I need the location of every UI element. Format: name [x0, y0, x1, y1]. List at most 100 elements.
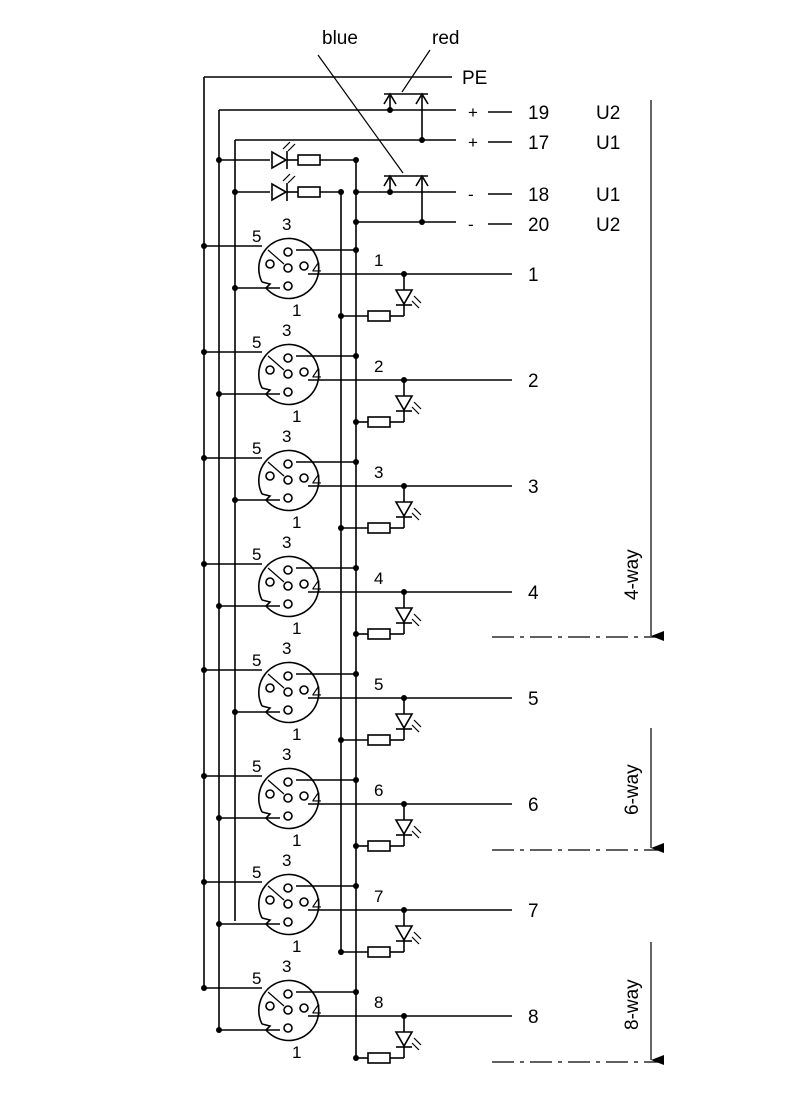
connector-body [257, 555, 320, 618]
signal-number-small: 2 [374, 357, 383, 376]
junction-dot [353, 459, 359, 465]
connector-pin [299, 579, 309, 589]
led-ray [411, 406, 420, 415]
connector-pin [283, 793, 293, 803]
connector-body [257, 979, 320, 1042]
connector-pin-label: 5 [252, 439, 261, 458]
connector-pin [283, 777, 293, 787]
connector-pin [265, 683, 275, 693]
connector-pin-label: 1 [292, 937, 301, 956]
variant-8-way: 8-way [492, 942, 664, 1065]
svg-text:20: 20 [528, 215, 549, 236]
junction-dot [353, 883, 359, 889]
junction-dot [201, 561, 207, 567]
connector-pin [283, 989, 293, 999]
junction-dot [201, 455, 207, 461]
connector-pin [283, 263, 293, 273]
red-leader-line [401, 49, 431, 93]
pin5-link [267, 249, 285, 265]
pin5-link [267, 991, 285, 1007]
connector-pin-label: 4 [312, 683, 321, 702]
connector-pin-label: 3 [282, 427, 291, 446]
connector-pin [283, 369, 293, 379]
junction-dot [338, 737, 344, 743]
svg-text:17: 17 [528, 133, 549, 154]
supply-led-u1 [271, 173, 321, 202]
signal-number-small: 5 [374, 675, 383, 694]
led-ray [413, 295, 422, 304]
junction-dot [201, 667, 207, 673]
channel-terminal-label: 1 [528, 265, 539, 286]
connector-pin-label: 3 [282, 533, 291, 552]
junction-dot [216, 1027, 222, 1033]
junction-dot [201, 773, 207, 779]
connector-body [257, 767, 320, 830]
connector-pin [299, 897, 309, 907]
svg-text:-: - [468, 215, 474, 234]
connector-pin-label: 3 [282, 957, 291, 976]
pin5-link [267, 355, 285, 371]
junction-dot [232, 709, 238, 715]
connector-body [257, 661, 320, 724]
connector-pin-label: 1 [292, 513, 301, 532]
status-led [394, 1031, 414, 1048]
svg-text:18: 18 [528, 185, 549, 206]
supply-terminal-18: - 18 U1 [468, 185, 620, 206]
junction-dot [216, 391, 222, 397]
connector-pin [283, 475, 293, 485]
connector-pin [283, 687, 293, 697]
channel-terminal-label: 3 [528, 477, 539, 498]
junction-dot [353, 777, 359, 783]
led-resistor [367, 734, 391, 746]
connector-pin [299, 1003, 309, 1013]
status-led [394, 289, 414, 306]
connector-body [257, 237, 320, 300]
connector-pin-label: 4 [312, 259, 321, 278]
signal-number-small: 3 [374, 463, 383, 482]
led-resistor [367, 522, 391, 534]
connector-pin [265, 577, 275, 587]
variant-label-4-way: 4-way [622, 549, 643, 600]
led-resistor [367, 416, 391, 428]
connector-pin [283, 1023, 293, 1033]
status-led [394, 925, 414, 942]
connector-pin-label: 5 [252, 863, 261, 882]
svg-text:-: - [468, 185, 474, 204]
variant-label-8-way: 8-way [622, 979, 643, 1030]
status-led [394, 501, 414, 518]
connector-pin-label: 1 [292, 407, 301, 426]
pin5-link [267, 885, 285, 901]
junction-dot [353, 1055, 359, 1061]
junction-dot [201, 985, 207, 991]
connector-pin [283, 1005, 293, 1015]
led-ray [411, 300, 420, 309]
connector-pin-label: 3 [282, 215, 291, 234]
supply-terminal-20: - 20 U2 [468, 215, 620, 236]
connector-pin [299, 791, 309, 801]
led-ray [413, 719, 422, 728]
led-resistor [367, 628, 391, 640]
junction-dot [353, 843, 359, 849]
channel-terminal-label: 5 [528, 689, 539, 710]
connector-pin-label: 4 [312, 471, 321, 490]
supply-led-u2 [271, 141, 321, 170]
junction-dot [216, 603, 222, 609]
led-ray [411, 618, 420, 627]
led-ray [413, 401, 422, 410]
junction-dot [201, 243, 207, 249]
connector-pin [283, 247, 293, 257]
signal-number-small: 6 [374, 781, 383, 800]
channel-terminal-label: 4 [528, 583, 539, 604]
connector-pin [299, 473, 309, 483]
connector-body [257, 873, 320, 936]
connector-pin [283, 671, 293, 681]
connector-pin-label: 4 [312, 789, 321, 808]
signal-number-small: 1 [374, 251, 383, 270]
junction-dot [201, 349, 207, 355]
led-ray [411, 512, 420, 521]
